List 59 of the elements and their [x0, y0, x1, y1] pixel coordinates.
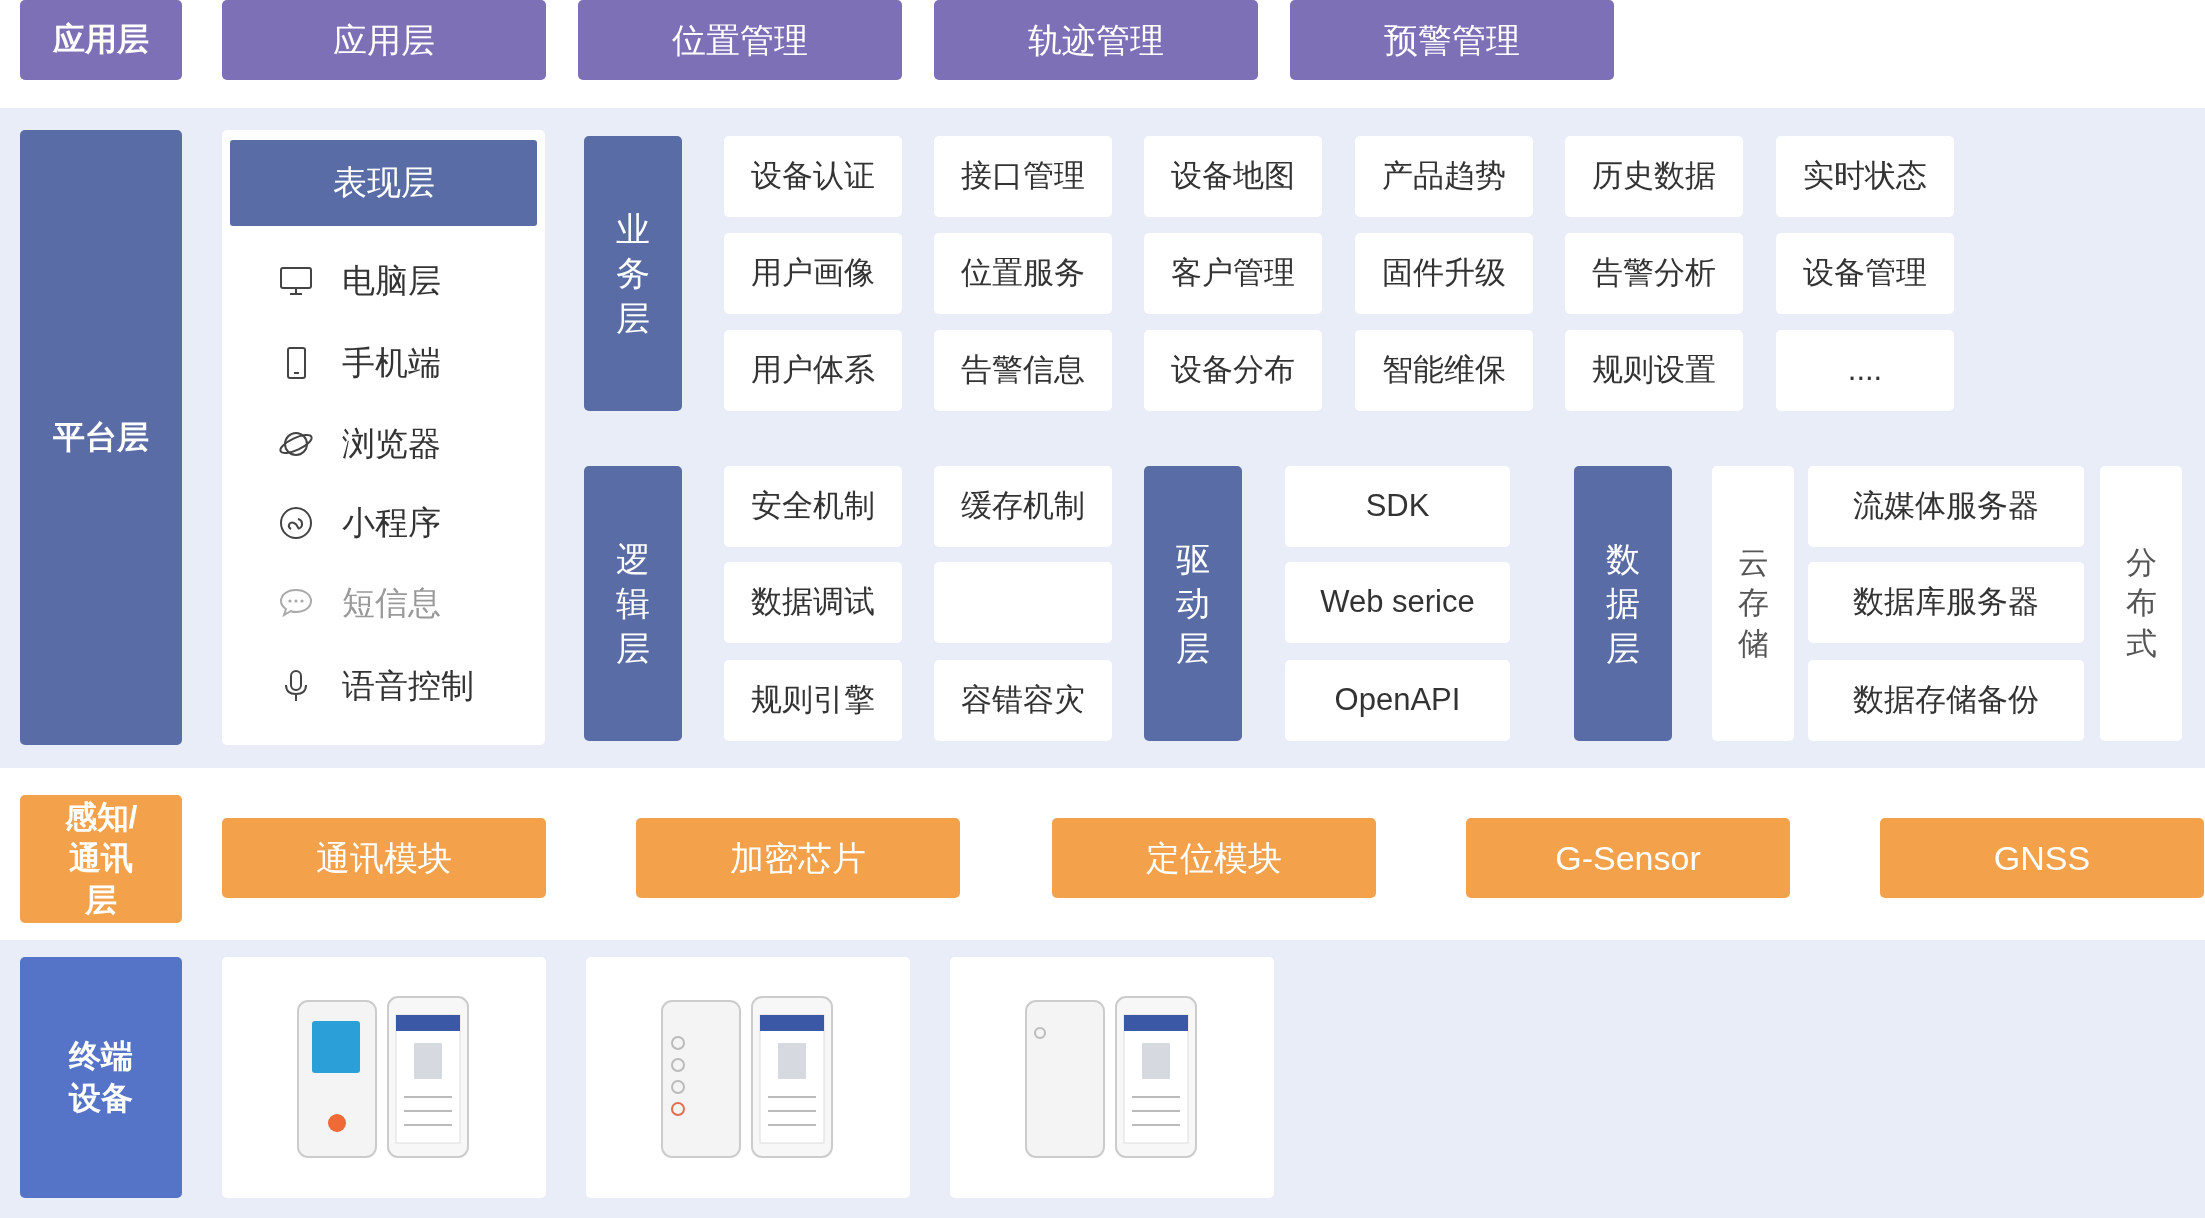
layer-box: 逻辑层 — [584, 466, 682, 741]
menu-item: 手机端 — [342, 343, 441, 383]
module-box: 缓存机制 — [934, 466, 1112, 547]
panel — [222, 130, 545, 745]
module-box: 设备管理 — [1776, 233, 1954, 314]
module-box: 加密芯片 — [636, 818, 960, 898]
device-card — [222, 957, 546, 1198]
module-box: 应用层 — [222, 0, 546, 80]
module-box: .... — [1776, 330, 1954, 411]
device-card — [586, 957, 910, 1198]
layer-label: 平台层 — [20, 130, 182, 745]
module-box: 安全机制 — [724, 466, 902, 547]
layer-box: 数据层 — [1574, 466, 1672, 741]
module-box: Web serice — [1285, 562, 1510, 643]
menu-item: 语音控制 — [342, 666, 474, 706]
module-box: 告警信息 — [934, 330, 1112, 411]
module-box: 用户画像 — [724, 233, 902, 314]
module-box: 云存储 — [1712, 466, 1794, 741]
module-box: 流媒体服务器 — [1808, 466, 2084, 547]
module-box: OpenAPI — [1285, 660, 1510, 741]
module-box: G-Sensor — [1466, 818, 1790, 898]
module-box: 固件升级 — [1355, 233, 1533, 314]
module-box: SDK — [1285, 466, 1510, 547]
module-box: 设备分布 — [1144, 330, 1322, 411]
module-box: 用户体系 — [724, 330, 902, 411]
menu-item: 浏览器 — [342, 424, 441, 464]
module-box: 轨迹管理 — [934, 0, 1258, 80]
layer-label: 感知/通讯层 — [20, 795, 182, 923]
module-box: 分布式 — [2100, 466, 2182, 741]
module-box: 实时状态 — [1776, 136, 1954, 217]
module-box: 位置服务 — [934, 233, 1112, 314]
layer-box: 驱动层 — [1144, 466, 1242, 741]
module-box: 历史数据 — [1565, 136, 1743, 217]
module-box: 设备认证 — [724, 136, 902, 217]
module-box: 客户管理 — [1144, 233, 1322, 314]
module-box: 预警管理 — [1290, 0, 1614, 80]
module-box: 告警分析 — [1565, 233, 1743, 314]
module-box: 数据存储备份 — [1808, 660, 2084, 741]
module-box: 容错容灾 — [934, 660, 1112, 741]
module-box: 数据调试 — [724, 562, 902, 643]
panel-header: 表现层 — [230, 140, 537, 226]
module-box: 设备地图 — [1144, 136, 1322, 217]
module-box: 规则引擎 — [724, 660, 902, 741]
module-box: 智能维保 — [1355, 330, 1533, 411]
module-box: 数据库服务器 — [1808, 562, 2084, 643]
menu-item: 小程序 — [342, 503, 441, 543]
module-box: 通讯模块 — [222, 818, 546, 898]
module-box: 产品趋势 — [1355, 136, 1533, 217]
module-box: 定位模块 — [1052, 818, 1376, 898]
menu-item: 短信息 — [342, 583, 441, 623]
device-card — [950, 957, 1274, 1198]
module-box: GNSS — [1880, 818, 2204, 898]
layer-label: 终端设备 — [20, 957, 182, 1198]
module-box: 规则设置 — [1565, 330, 1743, 411]
layer-box: 业务层 — [584, 136, 682, 411]
module-box: 位置管理 — [578, 0, 902, 80]
module-box: 接口管理 — [934, 136, 1112, 217]
layer-label: 应用层 — [20, 0, 182, 80]
menu-item: 电脑层 — [342, 261, 441, 301]
